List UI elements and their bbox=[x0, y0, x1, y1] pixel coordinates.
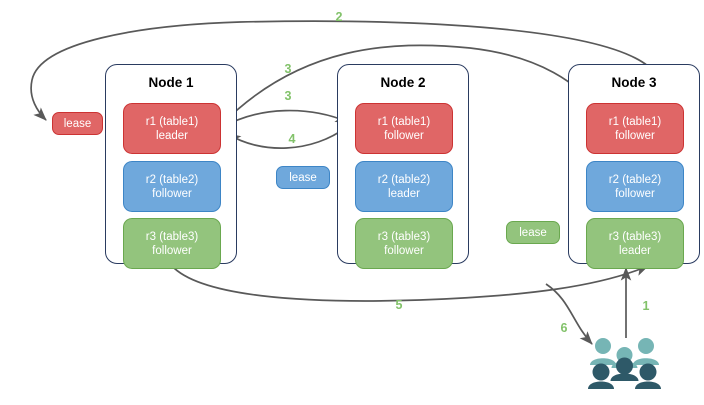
replica-node2-r3[interactable]: r3 (table3) follower bbox=[355, 218, 453, 269]
edge-5-path bbox=[171, 265, 649, 302]
replica-role: follower bbox=[152, 244, 192, 257]
replica-name: r2 (table2) bbox=[608, 173, 662, 186]
lease-badge-r2[interactable]: lease bbox=[276, 166, 330, 189]
replica-name: r1 (table1) bbox=[608, 115, 662, 128]
node-card-node3[interactable]: Node 3 r1 (table1) follower r2 (table2) … bbox=[568, 64, 700, 269]
step-label-1: 1 bbox=[642, 299, 650, 313]
step-label-3b: 3 bbox=[284, 89, 292, 103]
step-label-4: 4 bbox=[288, 132, 296, 146]
step-label-3a: 3 bbox=[284, 62, 292, 76]
replica-role: follower bbox=[152, 187, 192, 200]
replica-name: r1 (table1) bbox=[145, 115, 199, 128]
replica-role: leader bbox=[156, 129, 188, 142]
replica-name: r3 (table3) bbox=[377, 230, 431, 243]
replica-role: follower bbox=[384, 244, 424, 257]
replica-name: r2 (table2) bbox=[145, 173, 199, 186]
replica-node1-r3[interactable]: r3 (table3) follower bbox=[123, 218, 221, 269]
replica-role: follower bbox=[384, 129, 424, 142]
edge-3-lower-path bbox=[222, 109, 349, 128]
replica-name: r3 (table3) bbox=[608, 230, 662, 243]
step-label-6: 6 bbox=[560, 321, 568, 335]
step-label-2: 2 bbox=[335, 10, 343, 24]
node-title: Node 3 bbox=[611, 75, 657, 90]
replica-role: follower bbox=[615, 129, 655, 142]
node-card-node2[interactable]: Node 2 r1 (table1) follower r2 (table2) … bbox=[337, 64, 469, 269]
lease-badge-r3[interactable]: lease bbox=[506, 221, 560, 244]
replica-name: r2 (table2) bbox=[377, 173, 431, 186]
edge-6-path bbox=[545, 283, 593, 345]
step-label-5: 5 bbox=[395, 298, 403, 312]
replica-node1-r2[interactable]: r2 (table2) follower bbox=[123, 161, 221, 212]
replica-node3-r3[interactable]: r3 (table3) leader bbox=[586, 218, 684, 269]
replica-name: r1 (table1) bbox=[377, 115, 431, 128]
replica-node3-r2[interactable]: r2 (table2) follower bbox=[586, 161, 684, 212]
replica-node3-r1[interactable]: r1 (table1) follower bbox=[586, 103, 684, 154]
node-card-node1[interactable]: Node 1 r1 (table1) leader r2 (table2) fo… bbox=[105, 64, 237, 269]
replica-node2-r1[interactable]: r1 (table1) follower bbox=[355, 103, 453, 154]
node-title: Node 2 bbox=[380, 75, 426, 90]
node-title: Node 1 bbox=[148, 75, 194, 90]
replica-role: leader bbox=[388, 187, 420, 200]
replica-role: leader bbox=[619, 244, 651, 257]
replica-node2-r2[interactable]: r2 (table2) leader bbox=[355, 161, 453, 212]
replica-name: r3 (table3) bbox=[145, 230, 199, 243]
replica-node1-r1[interactable]: r1 (table1) leader bbox=[123, 103, 221, 154]
lease-badge-r1[interactable]: lease bbox=[52, 112, 103, 135]
users-icon bbox=[588, 336, 662, 392]
replica-role: follower bbox=[615, 187, 655, 200]
